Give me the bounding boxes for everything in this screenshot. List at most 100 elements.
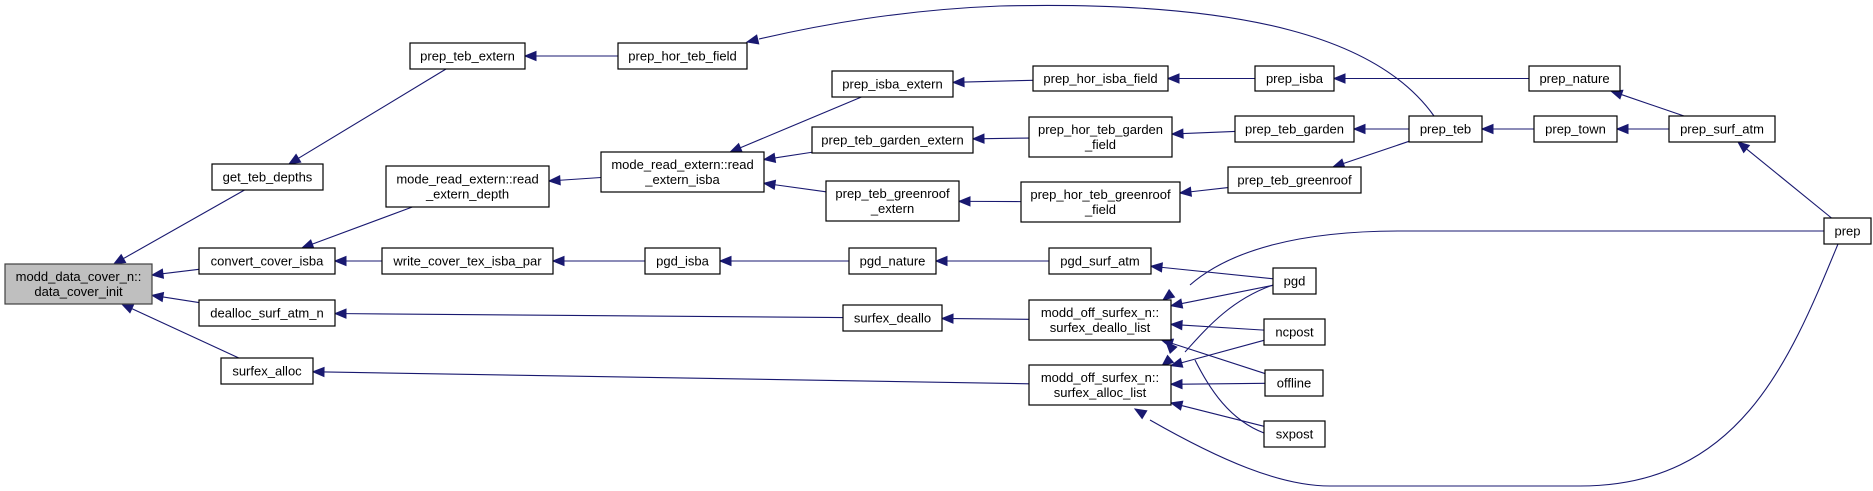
node-label: prep_teb_greenroof: [835, 186, 950, 201]
arrowhead-icon: [1352, 123, 1366, 135]
arrowhead-icon: [1165, 341, 1178, 355]
edge-prep-hor-teb-greenroof-field-to-prep-teb-greenroof-extern: [957, 196, 1022, 207]
node-label: prep: [1834, 224, 1860, 239]
node-read-extern-depth[interactable]: mode_read_extern::read_extern_depth: [385, 165, 550, 208]
node-prep-teb[interactable]: prep_teb: [1408, 115, 1483, 143]
arrowhead-icon: [745, 34, 760, 45]
node-prep-teb-garden[interactable]: prep_teb_garden: [1234, 115, 1355, 143]
edge-get-teb-depths-to-data-cover-init: [112, 189, 245, 265]
node-write-cover-tex-isba-par[interactable]: write_cover_tex_isba_par: [381, 247, 554, 275]
node-label: _extern_depth: [425, 187, 509, 202]
node-offline[interactable]: offline: [1264, 369, 1324, 397]
node-prep-hor-teb-field[interactable]: prep_hor_teb_field: [617, 42, 748, 70]
arrowhead-icon: [1332, 73, 1346, 84]
node-label: prep_hor_isba_field: [1043, 71, 1157, 86]
arrowhead-icon: [311, 366, 325, 378]
node-pgd-surf-atm[interactable]: pgd_surf_atm: [1048, 247, 1152, 275]
edge-prep-teb-to-prep-teb-greenroof: [1331, 140, 1410, 169]
node-read-extern-isba[interactable]: mode_read_extern::read_extern_isba: [600, 151, 765, 193]
node-pgd-nature[interactable]: pgd_nature: [848, 247, 937, 275]
node-surfex-alloc-list[interactable]: modd_off_surfex_n::surfex_alloc_list: [1028, 364, 1172, 406]
edge-read-extern-depth-to-convert-cover-isba: [300, 206, 413, 249]
edge-pgd-to-pgd-surf-atm: [1149, 262, 1274, 280]
node-pgd[interactable]: pgd: [1272, 267, 1317, 295]
edge-line: [1746, 148, 1832, 219]
edge-line: [1182, 130, 1236, 135]
node-box: [1264, 369, 1324, 397]
node-prep-hor-teb-greenroof-field[interactable]: prep_hor_teb_greenroof_field: [1020, 181, 1181, 223]
node-label: pgd_surf_atm: [1060, 254, 1140, 269]
edge-line: [1181, 382, 1266, 385]
node-prep[interactable]: prep: [1823, 217, 1872, 245]
node-label: surfex_alloc: [232, 364, 302, 379]
edge-read-extern-isba-to-read-extern-depth: [547, 174, 602, 186]
node-dealloc-surf-atm-n[interactable]: dealloc_surf_atm_n: [198, 299, 336, 327]
edge-ncpost-to-surfex-deallo-list: [1169, 319, 1265, 331]
node-prep-teb-garden-extern[interactable]: prep_teb_garden_extern: [811, 126, 974, 154]
node-label: prep_hor_teb_greenroof: [1030, 187, 1171, 202]
arrowhead-icon: [729, 142, 743, 153]
node-box: [842, 304, 943, 332]
node-prep-teb-greenroof-extern[interactable]: prep_teb_greenroof_extern: [825, 180, 960, 222]
node-box: [220, 357, 314, 385]
arrowhead-icon: [1170, 128, 1184, 139]
node-label: modd_off_surfex_n::: [1041, 370, 1159, 385]
node-label: _extern: [870, 201, 914, 216]
edge-prep-hor-teb-garden-field-to-prep-teb-garden-extern: [971, 133, 1030, 144]
node-prep-teb-extern[interactable]: prep_teb_extern: [409, 42, 526, 70]
edge-prep-nature-to-prep-isba: [1332, 73, 1529, 84]
edge-ncpost-to-surfex-alloc-list: [1169, 339, 1265, 368]
node-label: modd_data_cover_n::: [16, 269, 142, 284]
edge-line: [1171, 342, 1266, 375]
node-box: [1263, 318, 1326, 346]
edge-prep-surf-atm-to-prep-town: [1615, 123, 1669, 135]
edge-pgd-to-surfex-deallo-list: [1169, 284, 1274, 309]
node-ncpost[interactable]: ncpost: [1263, 318, 1326, 346]
node-label: get_teb_depths: [223, 170, 313, 185]
edge-line: [774, 184, 827, 193]
node-label: dealloc_surf_atm_n: [210, 306, 323, 321]
edge-line: [1181, 324, 1265, 331]
arrowhead-icon: [1133, 408, 1148, 420]
arrowhead-icon: [1169, 298, 1184, 309]
edges-layer: [112, 4, 1839, 487]
node-prep-isba[interactable]: prep_isba: [1254, 65, 1335, 92]
node-box: [831, 70, 954, 98]
arrowhead-icon: [1169, 319, 1183, 331]
node-label: prep_teb_extern: [420, 49, 515, 64]
node-box: [1234, 115, 1355, 143]
arrowhead-icon: [1160, 354, 1175, 367]
node-pgd-isba[interactable]: pgd_isba: [644, 247, 721, 275]
edge-prep-teb-garden-extern-to-read-extern-isba: [762, 151, 813, 164]
arrowhead-icon: [957, 196, 971, 207]
node-prep-hor-teb-garden-field[interactable]: prep_hor_teb_garden_field: [1028, 116, 1173, 158]
node-prep-isba-extern[interactable]: prep_isba_extern: [831, 70, 954, 98]
node-convert-cover-isba[interactable]: convert_cover_isba: [198, 247, 336, 275]
node-get-teb-depths[interactable]: get_teb_depths: [211, 163, 324, 191]
node-label: prep_hor_teb_garden: [1038, 122, 1163, 137]
arrowhead-icon: [762, 152, 777, 164]
node-surfex-alloc[interactable]: surfex_alloc: [220, 357, 314, 385]
node-prep-hor-isba-field[interactable]: prep_hor_isba_field: [1032, 65, 1169, 92]
arrowhead-icon: [150, 291, 165, 303]
node-label: surfex_deallo_list: [1050, 320, 1151, 335]
arrowhead-icon: [1169, 357, 1184, 368]
arrowhead-icon: [1480, 123, 1494, 135]
arrowhead-icon: [120, 303, 135, 314]
node-prep-nature[interactable]: prep_nature: [1528, 65, 1621, 92]
node-box: [198, 299, 336, 327]
edge-line: [298, 68, 447, 159]
node-box: [1533, 115, 1618, 143]
node-prep-surf-atm[interactable]: prep_surf_atm: [1668, 115, 1776, 143]
node-sxpost[interactable]: sxpost: [1263, 420, 1326, 448]
node-label: write_cover_tex_isba_par: [392, 254, 542, 269]
node-prep-teb-greenroof[interactable]: prep_teb_greenroof: [1227, 166, 1362, 194]
node-box: [409, 42, 526, 70]
edge-prep-teb-extern-to-get-teb-depths: [287, 68, 447, 165]
edge-offline-to-surfex-alloc-list: [1169, 378, 1266, 390]
arrowhead-icon: [112, 253, 127, 265]
node-prep-town[interactable]: prep_town: [1533, 115, 1618, 143]
node-surfex-deallo[interactable]: surfex_deallo: [842, 304, 943, 332]
node-label: sxpost: [1276, 427, 1314, 442]
node-surfex-deallo-list[interactable]: modd_off_surfex_n::surfex_deallo_list: [1028, 299, 1172, 341]
